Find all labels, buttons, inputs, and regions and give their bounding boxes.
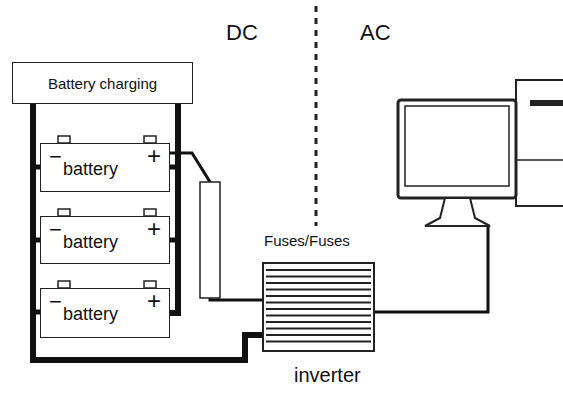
ac-cable <box>375 226 488 312</box>
fuse-label: Fuses/Fuses <box>264 232 350 249</box>
wire <box>170 104 178 313</box>
battery-label: battery <box>63 159 118 180</box>
plus-sign: + <box>147 215 161 243</box>
charger-box: Battery charging <box>12 62 193 104</box>
monitor-screen <box>405 106 509 186</box>
fuse-tube <box>200 182 220 298</box>
battery-box: −battery + <box>40 216 170 264</box>
inverter-box: Fuses/Fusesinverter <box>262 262 375 352</box>
drive-slot <box>530 100 563 106</box>
monitor-stand <box>425 198 490 226</box>
minus-sign: − <box>49 217 62 243</box>
region-label: AC <box>360 20 391 46</box>
inverter-body <box>262 262 375 352</box>
battery-label: battery <box>63 232 118 253</box>
inverter-fins <box>266 270 371 342</box>
region-label: DC <box>226 20 258 46</box>
tower-line <box>516 159 563 161</box>
divider-line <box>315 6 318 226</box>
wire <box>170 153 262 300</box>
plus-sign: + <box>147 287 161 315</box>
battery-label: battery <box>63 304 118 325</box>
minus-sign: − <box>49 144 62 170</box>
battery-box: −battery + <box>40 288 170 338</box>
plus-sign: + <box>147 142 161 170</box>
wire <box>33 104 262 360</box>
box-label: Battery charging <box>48 75 157 92</box>
computer-tower <box>516 80 563 206</box>
inverter-label: inverter <box>294 364 361 387</box>
battery-box: −battery + <box>40 143 170 192</box>
monitor <box>398 100 516 198</box>
minus-sign: − <box>49 289 62 315</box>
